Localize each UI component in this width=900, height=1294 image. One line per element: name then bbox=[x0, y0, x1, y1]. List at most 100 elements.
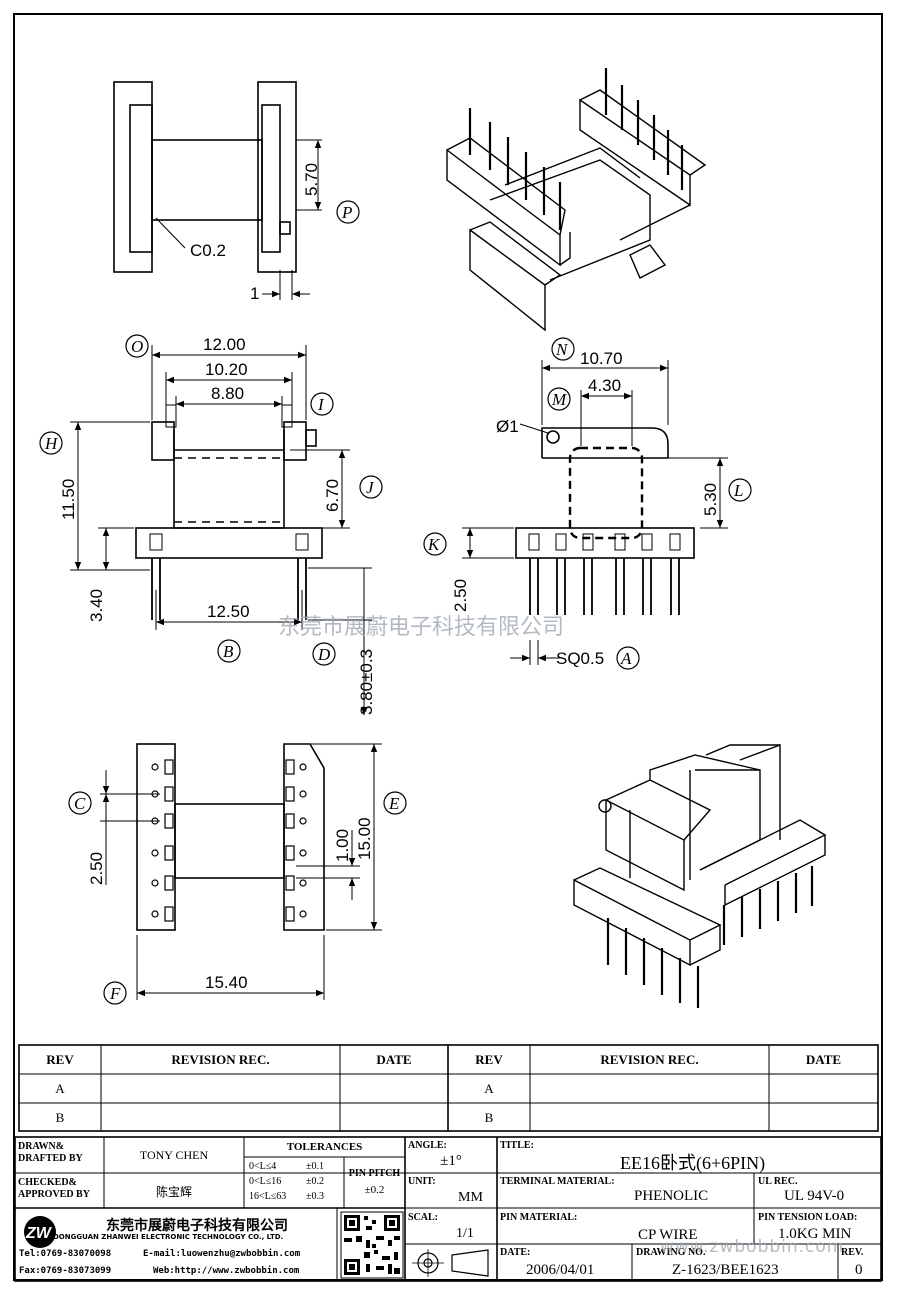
rev-b-2: B bbox=[484, 1110, 494, 1125]
dim-11-50: 11.50 bbox=[59, 479, 78, 520]
dim-phi-1: Ø1 bbox=[496, 417, 519, 436]
revision-rec-header-1: REVISION REC. bbox=[171, 1052, 270, 1067]
drawing-no-value: Z-1623/BEE1623 bbox=[672, 1262, 779, 1278]
tol-range-2: 0<L≤16 bbox=[249, 1176, 282, 1187]
company-fax: Fax:0769-83073099 bbox=[19, 1266, 112, 1276]
label-j: J bbox=[366, 478, 375, 497]
title-value: EE16卧式(6+6PIN) bbox=[620, 1153, 766, 1173]
dim-12-50: 12.50 bbox=[207, 602, 250, 621]
pin-material-label: PIN MATERIAL: bbox=[500, 1212, 578, 1223]
pin-tension-label: PIN TENSION LOAD: bbox=[758, 1212, 858, 1223]
dim-15-00: 15.00 bbox=[355, 817, 374, 860]
dim-1-00: 1.00 bbox=[333, 829, 352, 862]
drawn-value: TONY CHEN bbox=[139, 1148, 209, 1162]
pin-pitch-value: ±0.2 bbox=[364, 1184, 385, 1196]
company-name-cn: 东莞市展蔚电子科技有限公司 bbox=[106, 1218, 288, 1234]
terminal-label: TERMINAL MATERIAL: bbox=[500, 1176, 615, 1187]
end-view bbox=[423, 337, 752, 670]
scale-value: 1/1 bbox=[456, 1226, 474, 1241]
dim-10-70: 10.70 bbox=[580, 349, 623, 368]
dim-15-40: 15.40 bbox=[205, 973, 248, 992]
tolerances-label: TOLERANCES bbox=[286, 1141, 363, 1153]
label-o: O bbox=[131, 337, 143, 356]
revision-rec-header-2: REVISION REC. bbox=[600, 1052, 699, 1067]
dim-5-30: 5.30 bbox=[701, 483, 720, 516]
dim-1: 1 bbox=[250, 284, 259, 303]
rev-b-1: B bbox=[55, 1110, 65, 1125]
label-m: M bbox=[551, 390, 567, 409]
label-i: I bbox=[317, 395, 325, 414]
pin-pitch-label: PIN PITCH bbox=[348, 1168, 401, 1179]
checked-label: CHECKED& APPROVED BY bbox=[18, 1177, 90, 1200]
unit-value: MM bbox=[458, 1190, 483, 1205]
front-view bbox=[39, 334, 383, 715]
label-b: B bbox=[223, 642, 234, 661]
date-header-2: DATE bbox=[805, 1052, 842, 1067]
title-label: TITLE: bbox=[500, 1140, 534, 1151]
rev-a-1: A bbox=[55, 1081, 65, 1096]
angle-value: ±1° bbox=[440, 1153, 462, 1169]
qr-code bbox=[340, 1211, 404, 1279]
label-a: A bbox=[620, 649, 632, 668]
company-logo: ZW bbox=[24, 1216, 56, 1248]
bottom-view bbox=[68, 743, 407, 1005]
dim-5-70: 5.70 bbox=[302, 163, 321, 196]
side-view bbox=[113, 81, 360, 300]
angle-label: ANGLE: bbox=[408, 1140, 447, 1151]
drawn-label: DRAWN& DRAFTED BY bbox=[18, 1141, 83, 1164]
drawing-no-label: DRAWING NO. bbox=[636, 1247, 706, 1258]
tol-value-2: ±0.2 bbox=[306, 1176, 324, 1187]
dim-c0-2: C0.2 bbox=[190, 241, 226, 260]
dim-8-80: 8.80 bbox=[211, 384, 244, 403]
dim-4-30: 4.30 bbox=[588, 376, 621, 395]
label-k: K bbox=[427, 535, 441, 554]
dim-2-50-end: 2.50 bbox=[451, 579, 470, 612]
tol-range-1: 0<L≤4 bbox=[249, 1161, 277, 1172]
dim-10-20: 10.20 bbox=[205, 360, 248, 379]
rev-label: REV. bbox=[841, 1247, 864, 1258]
dim-sq0-5: SQ0.5 bbox=[556, 649, 604, 668]
pin-material-value: CP WIRE bbox=[638, 1227, 698, 1243]
label-f: F bbox=[109, 984, 121, 1003]
scale-label: SCAL: bbox=[408, 1212, 439, 1223]
rev-a-2: A bbox=[484, 1081, 494, 1096]
isometric-view-bottom bbox=[573, 743, 827, 1008]
label-c: C bbox=[74, 794, 86, 813]
pin-tension-value: 1.0KG MIN bbox=[778, 1226, 852, 1242]
date-header-1: DATE bbox=[376, 1052, 412, 1067]
terminal-value: PHENOLIC bbox=[634, 1188, 709, 1204]
ul-label: UL REC. bbox=[758, 1176, 798, 1187]
rev-value: 0 bbox=[855, 1262, 863, 1278]
dim-6-70: 6.70 bbox=[323, 479, 342, 512]
dim-3-40: 3.40 bbox=[87, 589, 106, 622]
label-l: L bbox=[733, 481, 743, 500]
company-name-en: DONGGUAN ZHANWEI ELECTRONIC TECHNOLOGY C… bbox=[53, 1233, 284, 1241]
checked-value: 陈宝辉 bbox=[155, 1185, 192, 1199]
date-value: 2006/04/01 bbox=[526, 1262, 595, 1278]
label-e: E bbox=[388, 794, 400, 813]
watermark-company: 东莞市展蔚电子科技有限公司 bbox=[278, 615, 564, 640]
tol-range-3: 16<L≤63 bbox=[249, 1191, 287, 1202]
company-email: E-mail:luowenzhu@zwbobbin.com bbox=[143, 1249, 301, 1259]
svg-text:ZW: ZW bbox=[25, 1225, 53, 1242]
label-n: N bbox=[555, 340, 569, 359]
dim-2-50-bottom: 2.50 bbox=[87, 852, 106, 885]
label-p: P bbox=[341, 203, 352, 222]
label-h: H bbox=[44, 434, 59, 453]
label-d: D bbox=[317, 645, 331, 664]
ul-value: UL 94V-0 bbox=[784, 1188, 845, 1204]
company-web: Web:http://www.zwbobbin.com bbox=[153, 1266, 300, 1276]
rev-header-2: REV bbox=[475, 1052, 503, 1067]
rev-header-1: REV bbox=[46, 1052, 74, 1067]
technical-drawing: 5.70 C0.2 1 P 12.00 10.20 8.80 11.50 6.7… bbox=[39, 68, 827, 1008]
tol-value-1: ±0.1 bbox=[306, 1161, 324, 1172]
dim-3-80: 3.80±0.3 bbox=[357, 649, 376, 715]
date-label: DATE: bbox=[500, 1247, 531, 1258]
company-tel: Tel:0769-83070098 bbox=[19, 1249, 112, 1259]
isometric-view-top bbox=[446, 68, 707, 332]
dim-12-00: 12.00 bbox=[203, 335, 246, 354]
drawing-frame bbox=[13, 13, 883, 1281]
tol-value-3: ±0.3 bbox=[306, 1191, 324, 1202]
unit-label: UNIT: bbox=[408, 1176, 436, 1187]
